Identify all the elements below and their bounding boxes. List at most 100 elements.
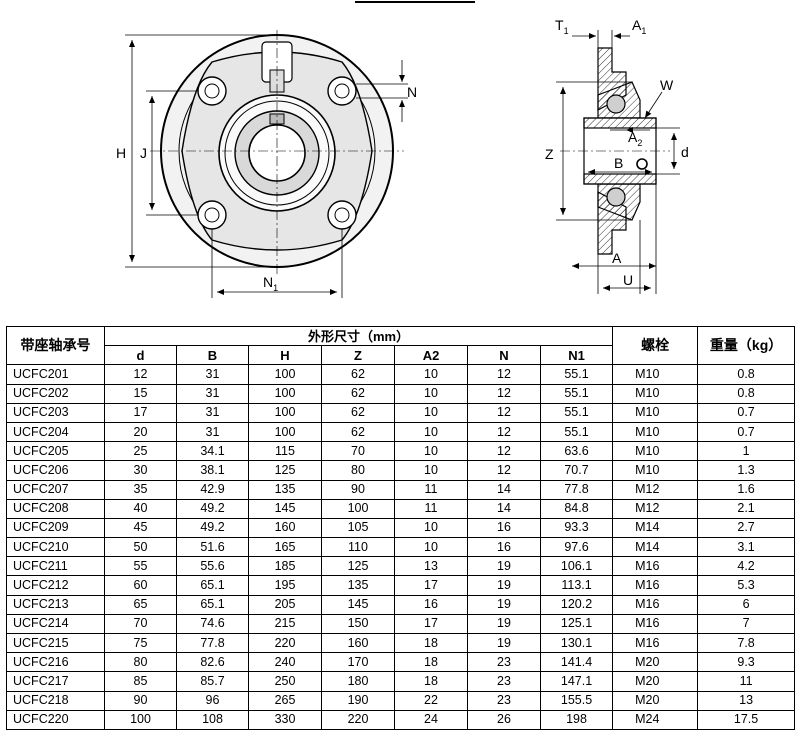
weight-cell: 0.7 bbox=[697, 421, 796, 443]
dim-cell: 12 bbox=[467, 460, 541, 481]
dim-cell: 125.1 bbox=[539, 613, 614, 635]
dim-cell: 215 bbox=[248, 613, 322, 635]
model-cell: UCFC204 bbox=[6, 421, 105, 443]
dim-cell: 23 bbox=[467, 671, 541, 692]
dim-cell: 90 bbox=[104, 690, 177, 711]
weight-cell: 17.5 bbox=[697, 709, 796, 730]
dim-header-d: d bbox=[104, 345, 177, 366]
dim-cell: 42.9 bbox=[176, 479, 249, 500]
weight-cell: 1.3 bbox=[697, 460, 796, 481]
bolt-hole-top-right bbox=[327, 76, 357, 106]
technical-drawing: H J N N1 bbox=[116, 1, 689, 298]
bolt-hole-top-left bbox=[197, 76, 227, 106]
label-N: N bbox=[407, 84, 417, 100]
weight-cell: 3.1 bbox=[697, 537, 796, 558]
dim-cell: 40 bbox=[104, 498, 177, 519]
dim-cell: 15 bbox=[104, 383, 177, 404]
dim-cell: 160 bbox=[321, 632, 395, 654]
bolt-cell: M10 bbox=[612, 441, 699, 462]
weight-cell: 6 bbox=[697, 594, 796, 615]
label-U: U bbox=[623, 272, 633, 288]
dim-cell: 18 bbox=[394, 671, 468, 692]
dim-cell: 220 bbox=[248, 632, 322, 654]
bolt-cell: M14 bbox=[612, 537, 699, 558]
model-cell: UCFC216 bbox=[6, 652, 105, 673]
weight-cell: 9.3 bbox=[697, 652, 796, 673]
model-cell: UCFC213 bbox=[6, 594, 105, 615]
dim-cell: 330 bbox=[248, 709, 322, 730]
dim-cell: 55.6 bbox=[176, 556, 249, 577]
weight-cell: 13 bbox=[697, 690, 796, 711]
model-cell: UCFC201 bbox=[6, 364, 105, 385]
dim-cell: 17 bbox=[394, 613, 468, 635]
dim-cell: 31 bbox=[176, 364, 249, 385]
dim-cell: 16 bbox=[394, 594, 468, 615]
dim-cell: 31 bbox=[176, 402, 249, 423]
weight-header: 重量（kg） bbox=[697, 325, 796, 366]
dim-cell: 198 bbox=[539, 709, 614, 730]
dim-cell: 13 bbox=[394, 556, 468, 577]
label-T1: T1 bbox=[555, 17, 569, 36]
dim-cell: 113.1 bbox=[539, 575, 614, 596]
dim-cell: 16 bbox=[467, 537, 541, 558]
dim-cell: 155.5 bbox=[539, 690, 614, 711]
dim-cell: 38.1 bbox=[176, 460, 249, 481]
dim-cell: 141.4 bbox=[539, 652, 614, 673]
dim-cell: 30 bbox=[104, 460, 177, 481]
weight-cell: 2.1 bbox=[697, 498, 796, 519]
dim-cell: 150 bbox=[321, 613, 395, 635]
ball-bottom bbox=[606, 187, 626, 207]
dim-cell: 12 bbox=[104, 364, 177, 385]
model-cell: UCFC203 bbox=[6, 402, 105, 423]
dim-cell: 77.8 bbox=[539, 479, 614, 500]
bolt-cell: M10 bbox=[612, 364, 699, 385]
dim-cell: 55.1 bbox=[539, 421, 614, 443]
bolt-cell: M16 bbox=[612, 632, 699, 654]
bolt-cell: M14 bbox=[612, 517, 699, 539]
dim-cell: 10 bbox=[394, 441, 468, 462]
model-cell: UCFC218 bbox=[6, 690, 105, 711]
weight-cell: 0.7 bbox=[697, 402, 796, 423]
dim-cell: 16 bbox=[467, 517, 541, 539]
dim-cell: 19 bbox=[467, 594, 541, 615]
bolt-cell: M10 bbox=[612, 460, 699, 481]
dim-cell: 115 bbox=[248, 441, 322, 462]
dim-cell: 77.8 bbox=[176, 632, 249, 654]
front-dimensions bbox=[125, 34, 408, 298]
model-cell: UCFC207 bbox=[6, 479, 105, 500]
weight-cell: 7.8 bbox=[697, 632, 796, 654]
dim-cell: 12 bbox=[467, 421, 541, 443]
model-cell: UCFC211 bbox=[6, 556, 105, 577]
dim-cell: 240 bbox=[248, 652, 322, 673]
dim-cell: 105 bbox=[321, 517, 395, 539]
label-H: H bbox=[116, 145, 126, 161]
dim-cell: 75 bbox=[104, 632, 177, 654]
weight-cell: 11 bbox=[697, 671, 796, 692]
dim-cell: 20 bbox=[104, 421, 177, 443]
dim-header-z: Z bbox=[321, 345, 395, 366]
label-J: J bbox=[140, 145, 147, 161]
dim-cell: 74.6 bbox=[176, 613, 249, 635]
bolt-cell: M20 bbox=[612, 671, 699, 692]
dim-cell: 70 bbox=[104, 613, 177, 635]
bolt-cell: M16 bbox=[612, 575, 699, 596]
model-cell: UCFC215 bbox=[6, 632, 105, 654]
dim-cell: 31 bbox=[176, 383, 249, 404]
weight-cell: 2.7 bbox=[697, 517, 796, 539]
dim-cell: 205 bbox=[248, 594, 322, 615]
model-cell: UCFC217 bbox=[6, 671, 105, 692]
model-cell: UCFC209 bbox=[6, 517, 105, 539]
dim-cell: 10 bbox=[394, 460, 468, 481]
